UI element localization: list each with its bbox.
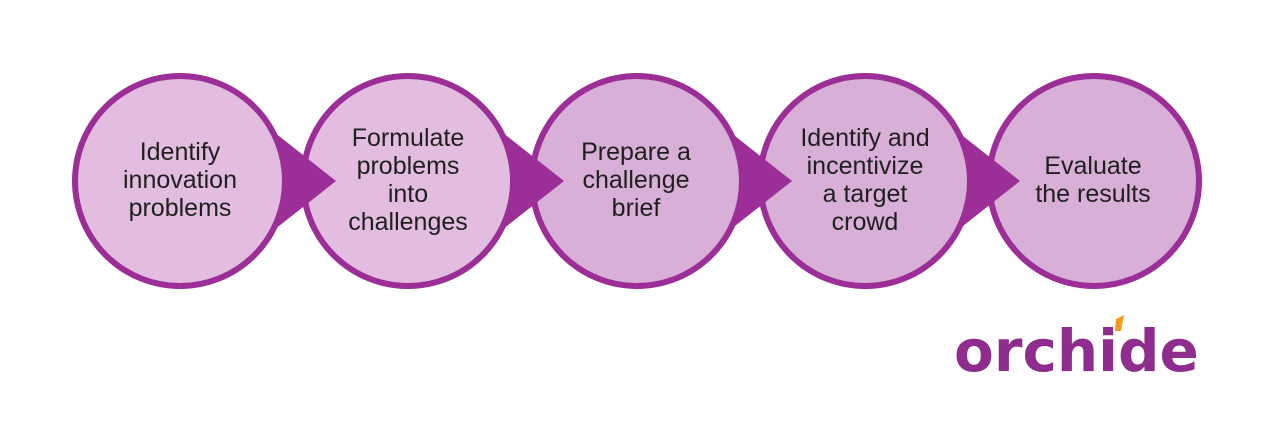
step-5-label: Evaluate the results <box>1035 152 1151 208</box>
step-2-label: Formulate problems into challenges <box>348 124 468 236</box>
step-1-circle <box>72 73 288 289</box>
step-1-label: Identify innovation problems <box>123 138 237 222</box>
step-4-label: Identify and incentivize a target crowd <box>800 124 930 236</box>
step-1 <box>72 73 336 289</box>
step-4 <box>757 73 1020 289</box>
orchidea-logo: orchidea <box>954 315 1200 385</box>
logo-wordmark: orchidea <box>954 317 1200 385</box>
logo-accent-mark <box>1115 315 1124 331</box>
step-3-label: Prepare a challenge brief <box>581 138 691 222</box>
